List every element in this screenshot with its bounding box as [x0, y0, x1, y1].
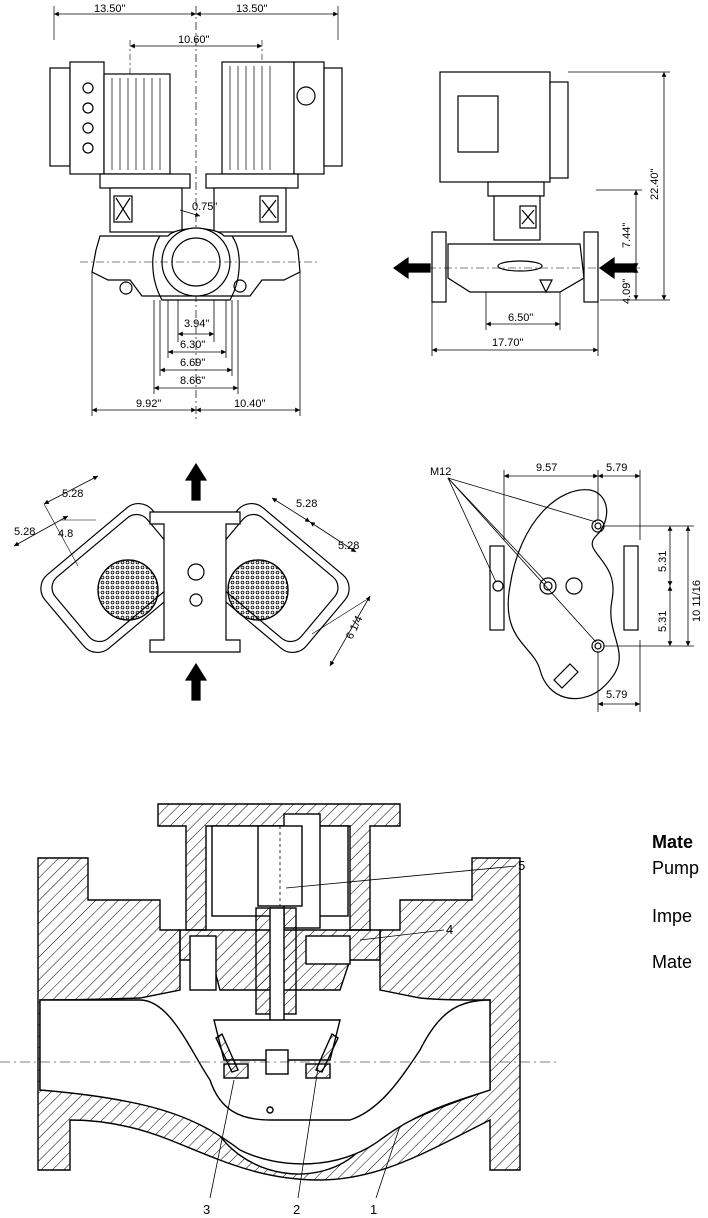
- dim-foundation-957: 9.57: [536, 462, 557, 474]
- dim-foundation-531-b: 5.31: [657, 611, 669, 632]
- materials-line-1: Pump: [652, 858, 700, 878]
- dim-width-650: 6.50": [508, 312, 533, 324]
- dim-top-left: 13.50": [94, 3, 126, 15]
- dim-port-630: 6.30": [180, 339, 205, 351]
- dim-left-992: 9.92": [136, 398, 161, 410]
- dim-top-view-3: 4.8: [58, 528, 73, 540]
- dim-center-span: 10.60": [178, 34, 210, 46]
- dim-top-view-6: 6 1/4: [344, 614, 366, 641]
- dim-height-409: 4.09": [621, 279, 633, 304]
- section-view: [0, 803, 560, 1199]
- dim-gap: 0.75": [192, 201, 217, 213]
- dim-top-view-2: 5.28: [14, 526, 35, 538]
- dim-top-view-5: 5.28: [338, 540, 359, 552]
- part-label-2: 2: [293, 1202, 300, 1217]
- side-view: [392, 71, 670, 356]
- materials-heading: Mate: [652, 832, 694, 852]
- materials-line-3: Mate: [652, 952, 693, 972]
- dim-port-866: 8.66": [180, 375, 205, 387]
- dim-top-right: 13.50": [236, 3, 268, 15]
- part-label-5: 5: [518, 858, 525, 873]
- dim-height-744: 7.44": [621, 223, 633, 248]
- dim-port-394: 3.94": [184, 318, 209, 330]
- dim-foundation-579-bottom: 5.79: [606, 689, 627, 701]
- top-view: [13, 462, 371, 701]
- materials-line-2: Impe: [652, 906, 693, 926]
- part-label-1: 1: [370, 1202, 377, 1217]
- dim-foundation-total: 10 11/16: [691, 580, 703, 622]
- bolt-label: M12: [430, 466, 451, 478]
- dim-port-669: 6.69": [180, 357, 205, 369]
- part-label-3: 3: [203, 1202, 210, 1217]
- dim-height-2240: 22.40": [649, 168, 661, 200]
- dim-top-view-4: 5.28: [296, 498, 317, 510]
- dim-foundation-579-top: 5.79: [606, 462, 627, 474]
- front-view: [49, 6, 343, 420]
- part-label-4: 4: [446, 922, 453, 937]
- dim-top-view-1: 5.28: [62, 488, 83, 500]
- dim-width-1770: 17.70": [492, 337, 524, 349]
- foundation-view: [447, 470, 694, 712]
- dim-right-1040: 10.40": [234, 398, 266, 410]
- dim-foundation-531-a: 5.31: [657, 551, 669, 572]
